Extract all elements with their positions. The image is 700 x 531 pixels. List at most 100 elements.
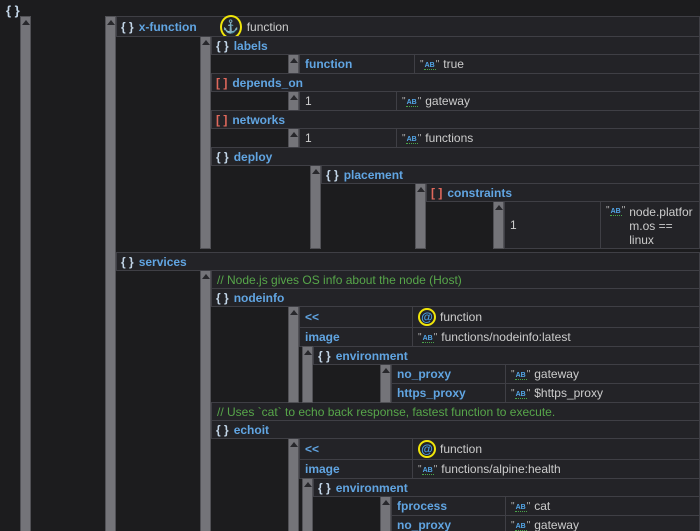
value-cell[interactable]: "AB" gateway: [506, 516, 699, 531]
environment-block: { } environment fprocess: [302, 478, 700, 531]
nodeinfo-scrollbar[interactable]: [288, 306, 299, 403]
scroll-up-arrow-icon[interactable]: [381, 368, 390, 373]
networks-header[interactable]: [ ] networks: [211, 110, 700, 129]
echoit-scrollbar[interactable]: [288, 438, 299, 531]
table-row: 1 "AB" node.platform.os == linux: [504, 201, 700, 249]
echoit-header[interactable]: { } echoit: [211, 420, 700, 439]
labels-table: function "AB" true: [288, 54, 700, 74]
value-cell[interactable]: @ function: [413, 439, 699, 459]
anchor-name: function: [246, 19, 289, 34]
deploy-header[interactable]: { } deploy: [211, 147, 700, 166]
deploy-scrollbar[interactable]: [310, 165, 321, 249]
comment-row: // Node.js gives OS info about the node …: [211, 270, 700, 289]
x-function-scrollbar[interactable]: [200, 36, 211, 249]
constraints-table: 1 "AB" node.platform.os == linux: [493, 201, 700, 249]
networks-scrollbar[interactable]: [288, 128, 299, 148]
x-function-header[interactable]: { } x-function ⚓ function: [116, 14, 700, 39]
environment-table-scrollbar[interactable]: [380, 496, 391, 531]
value-cell[interactable]: "AB" functions/nodeinfo:latest: [413, 328, 699, 346]
key-cell[interactable]: https_proxy: [392, 384, 506, 402]
key-cell[interactable]: image: [300, 328, 413, 346]
value-cell[interactable]: @ function: [413, 307, 699, 327]
table-row: https_proxy "AB" $https_proxy: [391, 383, 700, 403]
scroll-up-arrow-icon[interactable]: [303, 482, 312, 487]
networks-key: networks: [232, 112, 286, 127]
value-text: gateway: [425, 94, 470, 108]
merge-row: << @ function: [299, 438, 700, 460]
alias-target: function: [440, 442, 483, 456]
value-cell[interactable]: "AB" cat: [506, 497, 699, 515]
object-icon: { }: [318, 348, 331, 363]
value-cell[interactable]: "AB" $https_proxy: [506, 384, 699, 402]
value-cell[interactable]: "AB" true: [415, 55, 699, 73]
scroll-up-arrow-icon[interactable]: [106, 20, 115, 25]
value-cell[interactable]: "AB" gateway: [506, 365, 699, 383]
value-cell[interactable]: "AB" node.platform.os == linux: [601, 202, 699, 248]
alias-icon: @: [421, 310, 433, 324]
scroll-up-arrow-icon[interactable]: [201, 40, 210, 45]
value-cell[interactable]: "AB" functions/alpine:health: [413, 460, 699, 478]
key-cell[interactable]: fprocess: [392, 497, 506, 515]
scroll-up-arrow-icon[interactable]: [416, 187, 425, 192]
placement-body: [ ] constraints 1: [415, 183, 700, 249]
constraints-header[interactable]: [ ] constraints: [426, 183, 700, 202]
environment-key: environment: [335, 480, 408, 495]
anchor-icon: ⚓: [222, 19, 239, 34]
value-cell[interactable]: "AB" functions: [397, 129, 699, 147]
object-icon: { }: [121, 19, 134, 34]
services-scrollbar[interactable]: [200, 270, 211, 531]
environment-table-scrollbar[interactable]: [380, 364, 391, 403]
scroll-up-arrow-icon[interactable]: [289, 58, 298, 63]
scroll-up-arrow-icon[interactable]: [289, 442, 298, 447]
labels-scrollbar[interactable]: [288, 54, 299, 74]
object-icon: { }: [216, 38, 229, 53]
merge-key-cell[interactable]: <<: [300, 439, 413, 459]
environment-scrollbar[interactable]: [302, 346, 313, 403]
depends-on-table: 1 "AB" gateway: [288, 91, 700, 111]
index-cell[interactable]: 1: [300, 129, 397, 147]
scroll-up-arrow-icon[interactable]: [289, 310, 298, 315]
environment-header[interactable]: { } environment: [313, 346, 700, 365]
table-row: no_proxy "AB" gateway: [391, 364, 700, 384]
depends-on-header[interactable]: [ ] depends_on: [211, 73, 700, 92]
depends-on-scrollbar[interactable]: [288, 91, 299, 111]
comment-row: // Uses `cat` to echo back response, fas…: [211, 402, 700, 421]
placement-scrollbar[interactable]: [415, 183, 426, 249]
services-header[interactable]: { } services: [116, 252, 700, 271]
constraints-scrollbar[interactable]: [493, 201, 504, 249]
merge-key-cell[interactable]: <<: [300, 307, 413, 327]
scroll-up-arrow-icon[interactable]: [21, 20, 30, 25]
scroll-up-arrow-icon[interactable]: [311, 169, 320, 174]
value-cell[interactable]: "AB" gateway: [397, 92, 699, 110]
value-text: cat: [534, 499, 551, 513]
key-cell[interactable]: function: [300, 55, 415, 73]
value-text: functions/nodeinfo:latest: [441, 330, 571, 344]
root-object-icon: { }: [6, 3, 20, 18]
labels-header[interactable]: { } labels: [211, 36, 700, 55]
scroll-up-arrow-icon[interactable]: [381, 500, 390, 505]
placement-header[interactable]: { } placement: [321, 165, 700, 184]
string-type-icon: "AB": [511, 500, 531, 512]
scroll-up-arrow-icon[interactable]: [201, 274, 210, 279]
environment-scrollbar[interactable]: [302, 478, 313, 531]
key-cell[interactable]: no_proxy: [392, 516, 506, 531]
scroll-up-arrow-icon[interactable]: [303, 350, 312, 355]
index-cell[interactable]: 1: [505, 202, 601, 248]
x-function-key: x-function: [138, 19, 197, 34]
merge-row: << @ function: [299, 306, 700, 328]
root-object-scrollbar[interactable]: [105, 16, 116, 531]
environment-header[interactable]: { } environment: [313, 478, 700, 497]
environment-table: no_proxy "AB" gateway: [380, 364, 700, 403]
placement-key: placement: [343, 167, 404, 182]
index-cell[interactable]: 1: [300, 92, 397, 110]
scroll-up-arrow-icon[interactable]: [289, 95, 298, 100]
nodeinfo-header[interactable]: { } nodeinfo: [211, 288, 700, 307]
environment-table: fprocess "AB" cat: [380, 496, 700, 531]
key-cell[interactable]: image: [300, 460, 413, 478]
scroll-up-arrow-icon[interactable]: [494, 205, 503, 210]
string-type-icon: "AB": [511, 387, 531, 399]
root-scrollbar[interactable]: [20, 16, 31, 531]
key-cell[interactable]: no_proxy: [392, 365, 506, 383]
scroll-up-arrow-icon[interactable]: [289, 132, 298, 137]
value-text: gateway: [534, 518, 579, 531]
